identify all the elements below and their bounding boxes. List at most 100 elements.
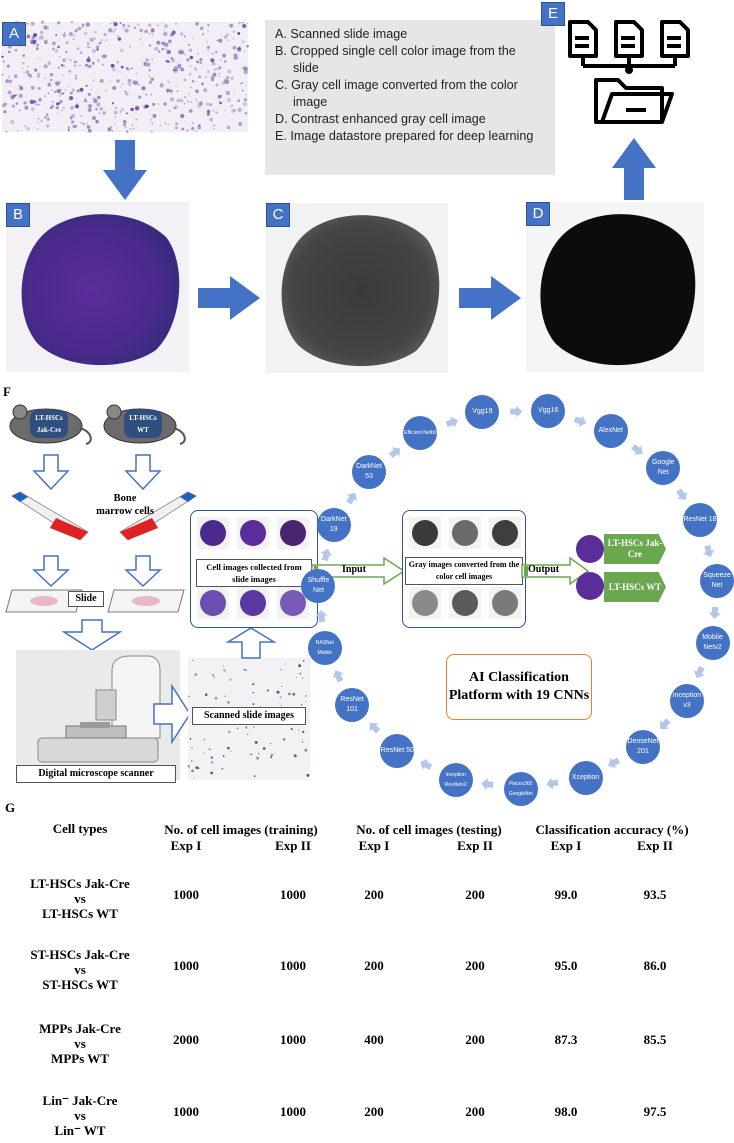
row-cell-type: MPPs WT <box>51 1051 109 1066</box>
row-value: 93.5 <box>643 887 667 902</box>
cnn-node: Xception <box>568 760 603 795</box>
ring-arrow-icon <box>332 670 344 683</box>
ring-arrow-icon <box>315 610 328 623</box>
row-value: 400 <box>364 1032 384 1047</box>
gray-cell-image <box>266 203 448 373</box>
row-value: 1000 <box>280 887 306 902</box>
row-cell-type: LT-HSCs Jak-Cre <box>30 876 130 891</box>
contrast-enhanced-cell-image <box>526 202 704 372</box>
ring-arrow-icon <box>702 544 715 558</box>
ai-platform-label: AI Classification Platform with 19 CNNs <box>446 654 592 720</box>
legend-item: C. Gray cell image converted from the co… <box>275 78 518 109</box>
row-value: 1000 <box>280 1032 306 1047</box>
row-value: 200 <box>465 887 485 902</box>
hollow-arrow-down-icon <box>61 619 123 651</box>
ring-arrow-icon <box>369 722 381 734</box>
mouse-label-wt: LT-HSCs WT <box>124 410 162 438</box>
arrow-right-icon <box>198 276 260 320</box>
row-value: 200 <box>364 887 384 902</box>
header-exp2: Exp II <box>275 838 311 853</box>
cnn-node: Vgg19 <box>465 395 500 430</box>
cnn-node: AlexNet <box>593 413 628 448</box>
scanner-label: Digital microscope scanner <box>16 765 176 783</box>
header-cell-types: Cell types <box>52 821 108 836</box>
header-exp1: Exp I <box>550 838 582 853</box>
mouse-label-jak-cre: LT-HSCs Jak-Cre <box>30 410 68 438</box>
tube-icon <box>10 491 89 541</box>
microscope-scanner-image <box>16 650 180 780</box>
cnn-node: ResNet 18 <box>683 503 718 538</box>
legend-item: A. Scanned slide image <box>275 27 408 41</box>
row-value: 1000 <box>173 887 199 902</box>
row-cell-type: Lin⁻ WT <box>54 1123 106 1138</box>
folder-documents-icon <box>568 20 690 124</box>
row-value: 1000 <box>280 958 306 973</box>
ring-arrow-icon <box>481 778 494 791</box>
cnn-node: Shuffle Net <box>301 568 336 603</box>
row-value: 87.3 <box>554 1032 578 1047</box>
row-value: 85.5 <box>643 1032 667 1047</box>
panel-e-label: E <box>541 2 565 26</box>
row-cell-type: LT-HSCs WT <box>42 906 118 921</box>
slide-icon <box>5 589 83 613</box>
microscope-icon <box>37 655 161 763</box>
tube-icon <box>119 491 198 541</box>
hollow-arrow-down-icon <box>32 454 70 491</box>
row-value: 200 <box>465 958 485 973</box>
slide-label: Slide <box>68 591 104 607</box>
legend-box: A. Scanned slide image B. Cropped single… <box>265 20 555 175</box>
cnn-node: Places365 GoogleNet <box>503 771 538 806</box>
cnn-node: Vgg16 <box>531 394 566 429</box>
row-cell-type: vs <box>74 891 86 906</box>
output-wt-tag: LT-HSCs WT <box>604 572 666 602</box>
output-jak-cre-tag: LT-HSCs Jak-Cre <box>604 534 666 564</box>
row-cell-type: vs <box>74 1108 86 1123</box>
ring-arrow-icon <box>676 488 688 501</box>
cnn-node: Efficient Netb0 <box>403 416 438 451</box>
cnn-node: DarkNet 19 <box>316 508 351 543</box>
row-value: 2000 <box>173 1032 199 1047</box>
header-training: No. of cell images (training) <box>164 822 318 837</box>
ring-arrow-icon <box>708 606 721 619</box>
cnn-node: ResNet 101 <box>335 688 370 723</box>
cnn-node: DenseNet 201 <box>626 730 661 765</box>
ring-arrow-icon <box>445 416 459 428</box>
color-cell-image <box>6 202 189 372</box>
hollow-arrow-right-icon <box>153 683 191 745</box>
panel-c-label: C <box>266 203 290 227</box>
panel-f-label: F <box>3 384 11 399</box>
gray-images-label: Gray images converted from the color cel… <box>405 557 523 585</box>
header-exp1: Exp I <box>358 838 390 853</box>
row-value: 200 <box>364 958 384 973</box>
row-value: 97.5 <box>643 1104 667 1119</box>
panel-g-label: G <box>5 800 16 815</box>
input-label: Input <box>342 564 366 575</box>
ring-arrow-icon <box>420 759 433 770</box>
output-cell-icon <box>576 535 604 563</box>
hollow-arrow-down-icon <box>124 555 162 588</box>
legend-item: E. Image datastore prepared for deep lea… <box>275 129 534 143</box>
row-value: 200 <box>465 1104 485 1119</box>
cnn-node: Inception ResNetv2 <box>438 762 473 797</box>
header-accuracy: Classification accuracy (%) <box>535 822 689 837</box>
cnn-node: Google Net <box>646 451 681 486</box>
scanned-slide-image <box>1 20 249 134</box>
ring-arrow-icon <box>346 492 357 505</box>
row-value: 1000 <box>173 1104 199 1119</box>
row-cell-type: vs <box>74 1036 86 1051</box>
ring-arrow-icon <box>546 777 559 790</box>
ring-arrow-icon <box>388 447 401 459</box>
header-testing: No. of cell images (testing) <box>356 822 502 837</box>
row-value: 95.0 <box>554 958 578 973</box>
legend-item: B. Cropped single cell color image from … <box>275 44 516 75</box>
output-label: Output <box>528 564 560 575</box>
cnn-node: NASNet Mobile <box>307 631 342 666</box>
collected-cells-label: Cell images collected from slide images <box>196 559 312 587</box>
arrow-up-icon <box>612 138 656 200</box>
cnn-node: ResNet 50 <box>380 733 415 768</box>
hollow-arrow-down-icon <box>32 555 70 588</box>
cnn-node: Squeeze Net <box>700 563 734 598</box>
ring-arrow-icon <box>320 548 333 562</box>
ring-arrow-icon <box>573 415 587 427</box>
panel-a-label: A <box>2 22 26 46</box>
